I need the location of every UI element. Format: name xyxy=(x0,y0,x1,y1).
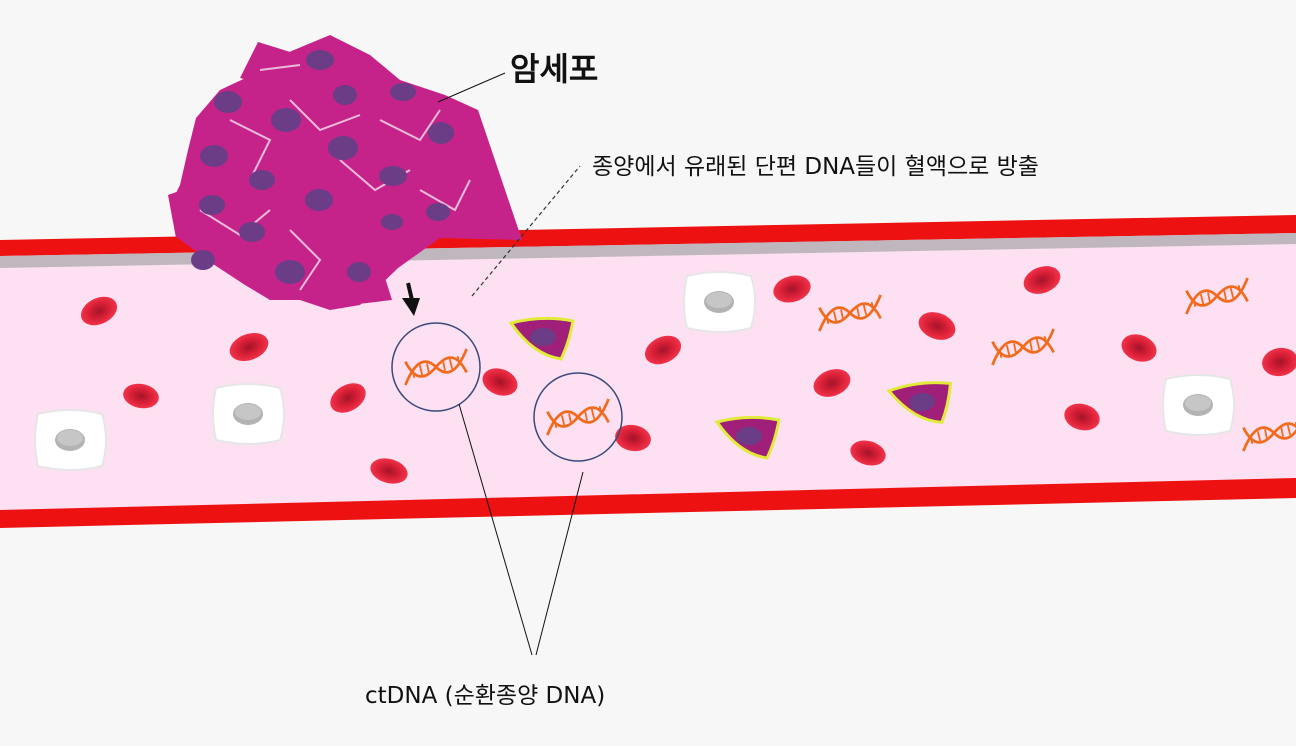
ctdna-circle xyxy=(391,322,481,412)
release-label-leader xyxy=(471,165,581,297)
red-blood-cells xyxy=(80,266,1296,484)
red-blood-cell xyxy=(229,332,269,362)
white-blood-cell xyxy=(1162,374,1235,436)
release-description-label: 종양에서 유래된 단편 DNA들이 혈액으로 방출 xyxy=(592,154,1039,180)
red-blood-cell xyxy=(850,440,886,466)
ctdna-circle xyxy=(533,372,623,462)
callout-lines xyxy=(437,72,584,656)
vessel-bottom-wall xyxy=(0,478,1296,528)
cancer-cell-label: 암세포 xyxy=(510,50,599,88)
red-blood-cell xyxy=(330,383,366,413)
white-blood-cell xyxy=(683,271,756,333)
red-blood-cell xyxy=(123,383,159,409)
red-blood-cell xyxy=(773,275,811,303)
cancer-label-leader xyxy=(437,72,506,103)
ctdna-label: ctDNA (순환종양 DNA) xyxy=(365,683,606,709)
ctdna-highlight xyxy=(391,322,623,462)
red-blood-cell xyxy=(370,458,408,484)
red-blood-cell xyxy=(1064,403,1100,431)
white-blood-cell xyxy=(34,409,107,471)
release-arrow-icon xyxy=(402,282,420,316)
red-blood-cell xyxy=(615,424,651,452)
red-blood-cell xyxy=(644,335,682,365)
red-blood-cell xyxy=(918,312,956,340)
tumor-cell-cluster xyxy=(168,35,522,310)
red-blood-cell xyxy=(80,296,118,326)
red-blood-cell xyxy=(813,369,851,397)
red-blood-cell xyxy=(1121,334,1157,362)
red-blood-cell xyxy=(482,368,518,396)
vessel-lumen xyxy=(0,233,1296,512)
red-blood-cell xyxy=(1262,347,1296,377)
ctdna-leader-left xyxy=(458,403,533,656)
red-blood-cell xyxy=(1023,266,1061,294)
ctdna-leader-right xyxy=(535,471,584,656)
white-blood-cell xyxy=(212,383,285,445)
